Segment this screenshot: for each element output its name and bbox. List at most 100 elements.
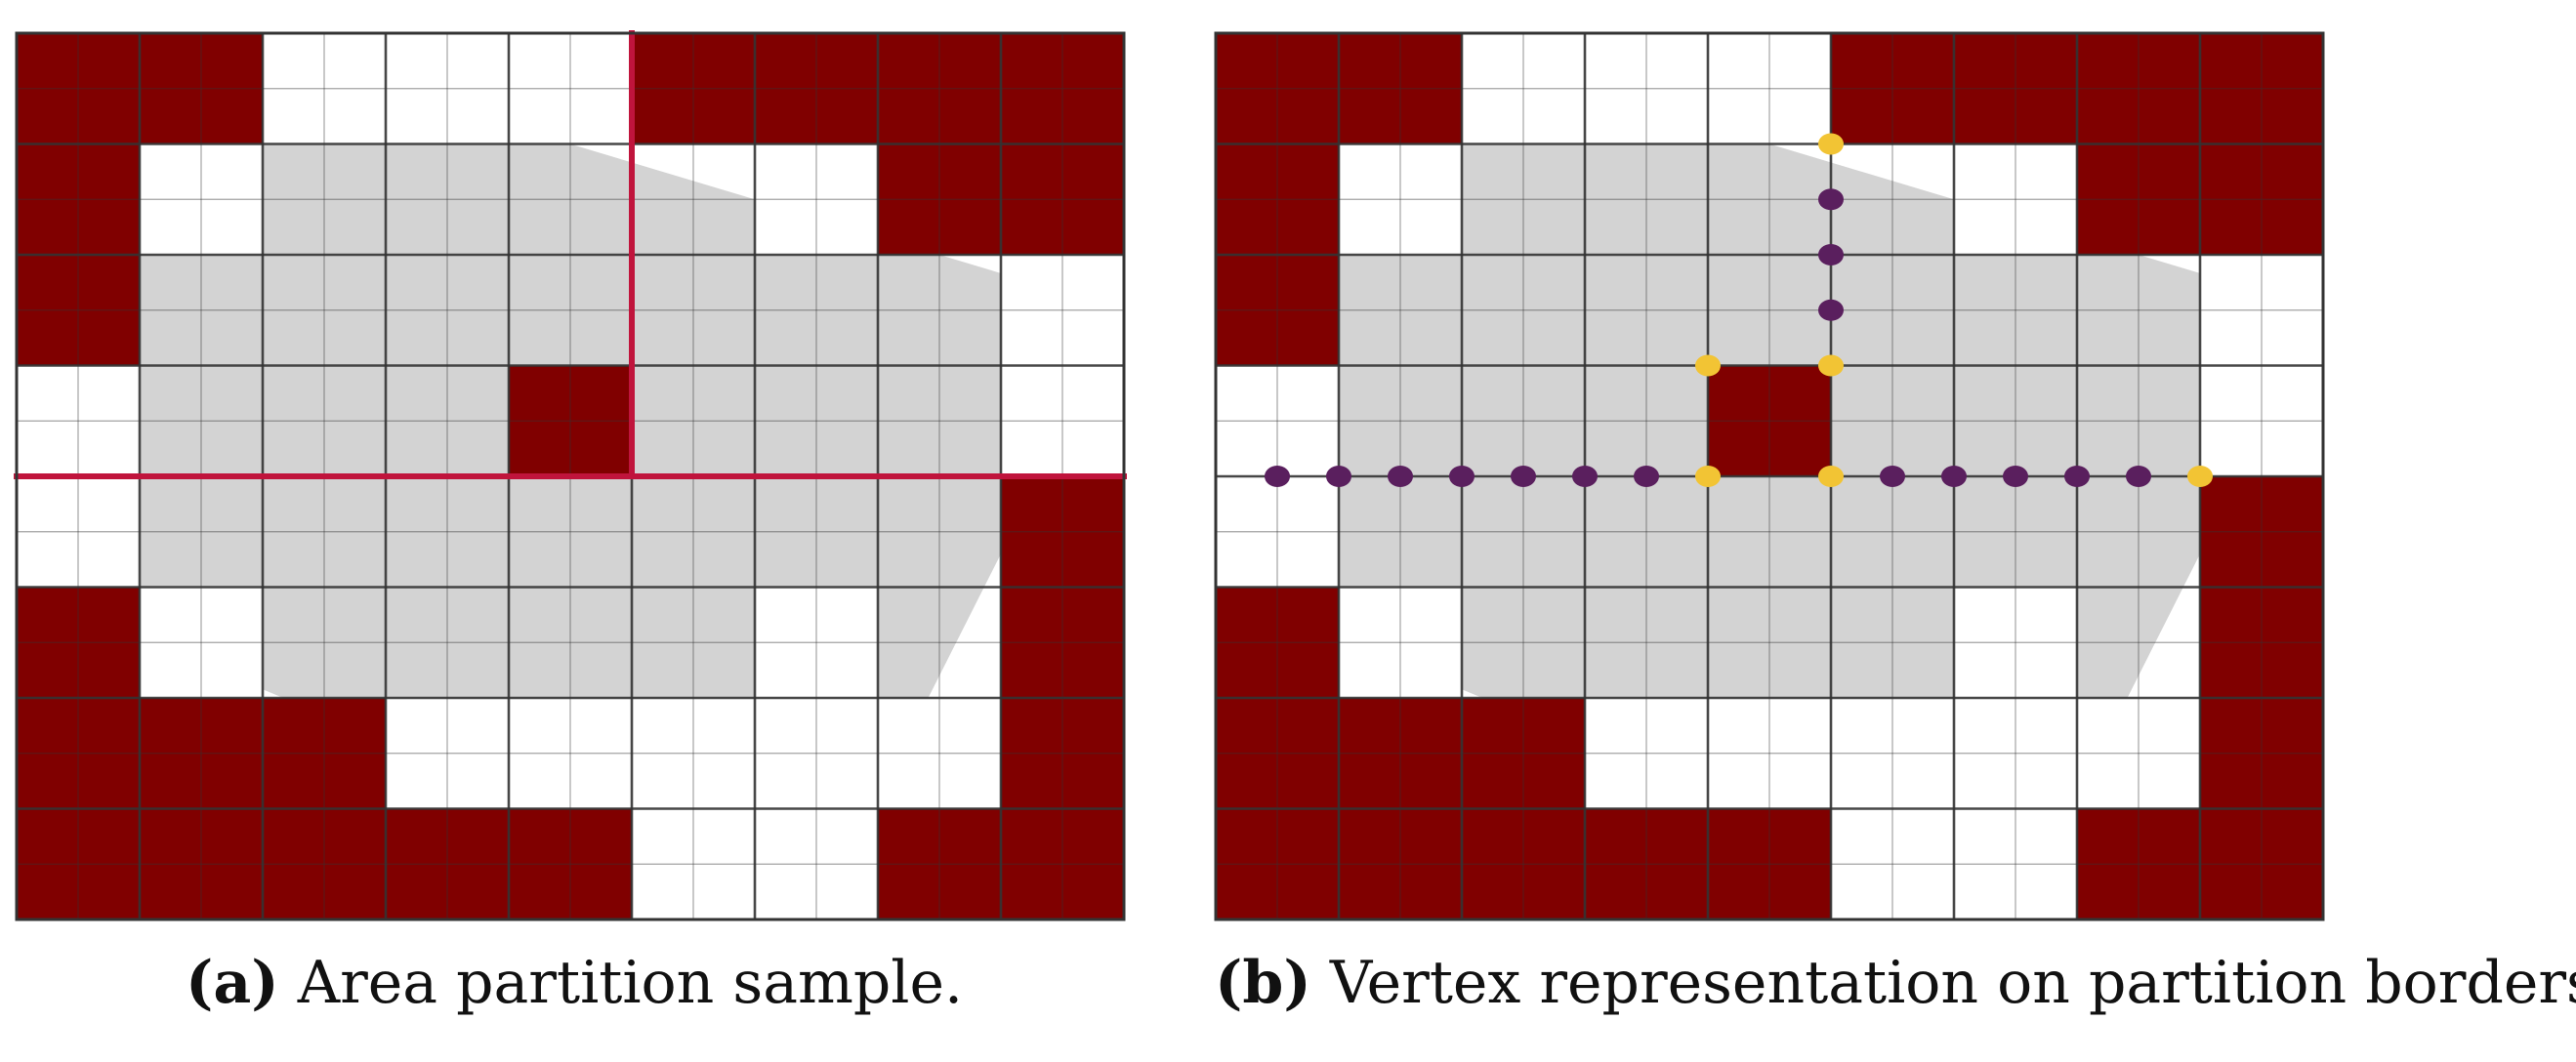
free-block	[140, 143, 263, 255]
border-vertex	[1388, 466, 1413, 487]
blocked-block	[2200, 33, 2323, 144]
blocked-block	[2200, 476, 2323, 588]
blocked-block	[878, 33, 1001, 144]
free-block	[1585, 698, 1708, 809]
corner-vertex	[2187, 466, 2213, 487]
free-block	[755, 808, 878, 919]
free-block	[1216, 476, 1339, 588]
blocked-block	[1216, 698, 1339, 809]
caption-a-text: Area partition sample.	[297, 949, 964, 1017]
free-block	[1216, 365, 1339, 476]
free-block	[509, 33, 632, 144]
free-block	[755, 698, 878, 809]
blocked-block	[1339, 698, 1462, 809]
free-block	[1954, 587, 2077, 698]
blocked-block	[509, 808, 632, 919]
free-block	[1001, 255, 1124, 366]
corner-vertex	[1818, 133, 1844, 155]
free-block	[17, 365, 140, 476]
blocked-block	[1708, 808, 1831, 919]
blocked-block	[1954, 33, 2077, 144]
corner-vertex	[1818, 354, 1844, 377]
free-block	[2077, 698, 2200, 809]
free-block	[1462, 33, 1585, 144]
blocked-block	[2200, 808, 2323, 919]
border-vertex	[1449, 466, 1475, 487]
blocked-block	[140, 808, 263, 919]
blocked-block	[1001, 698, 1124, 809]
blocked-block	[17, 143, 140, 255]
blocked-block	[1462, 808, 1585, 919]
border-vertex	[1880, 466, 1905, 487]
blocked-block	[878, 808, 1001, 919]
free-block	[386, 33, 509, 144]
blocked-block	[263, 698, 386, 809]
free-block	[632, 808, 755, 919]
blocked-block	[17, 698, 140, 809]
corner-vertex	[1695, 354, 1721, 377]
border-vertex	[1818, 299, 1844, 321]
free-block	[1708, 698, 1831, 809]
blocked-block	[2200, 698, 2323, 809]
free-block	[1831, 808, 1954, 919]
panel-a-area-partition	[14, 30, 1127, 921]
border-vertex	[1941, 466, 1967, 487]
free-block	[1954, 698, 2077, 809]
blocked-block	[1339, 808, 1462, 919]
blocked-block	[878, 143, 1001, 255]
free-block	[2200, 255, 2323, 366]
blocked-block	[140, 33, 263, 144]
blocked-block	[1001, 808, 1124, 919]
blocked-block	[1216, 255, 1339, 366]
border-vertex	[2064, 466, 2090, 487]
blocked-block	[1001, 587, 1124, 698]
free-block	[755, 587, 878, 698]
blocked-block	[2200, 587, 2323, 698]
blocked-block	[17, 808, 140, 919]
blocked-block	[1001, 143, 1124, 255]
caption-b-text: Vertex representation on partition borde…	[1329, 949, 2576, 1017]
border-vertex	[2126, 466, 2151, 487]
corner-vertex	[1695, 466, 1721, 487]
blocked-block	[1001, 476, 1124, 588]
blocked-block	[17, 33, 140, 144]
blocked-block	[17, 587, 140, 698]
blocked-block	[1001, 33, 1124, 144]
free-block	[1831, 698, 1954, 809]
blocked-block	[1831, 33, 1954, 144]
blocked-block	[632, 33, 755, 144]
border-vertex	[1265, 466, 1290, 487]
free-block	[1339, 587, 1462, 698]
free-block	[1001, 365, 1124, 476]
free-block	[1954, 808, 2077, 919]
caption-b-label: (b)	[1215, 949, 1311, 1017]
panel-b-vertex-representation	[1214, 31, 2325, 921]
free-block	[2200, 365, 2323, 476]
blocked-block	[1462, 698, 1585, 809]
blocked-block	[17, 255, 140, 366]
free-block	[509, 698, 632, 809]
border-vertex	[1572, 466, 1598, 487]
free-block	[17, 476, 140, 588]
free-block	[755, 143, 878, 255]
blocked-block	[140, 698, 263, 809]
blocked-block	[2077, 808, 2200, 919]
panel-frame	[15, 31, 1126, 921]
blocked-block	[2077, 143, 2200, 255]
border-vertex	[2003, 466, 2028, 487]
border-vertex	[1326, 466, 1351, 487]
free-block	[1585, 33, 1708, 144]
blocked-block	[1216, 587, 1339, 698]
caption-a-label: (a)	[186, 949, 279, 1017]
blocked-block	[1216, 33, 1339, 144]
free-block	[263, 33, 386, 144]
border-vertex	[1634, 466, 1659, 487]
free-block	[1708, 33, 1831, 144]
caption-b: (b) Vertex representation on partition b…	[1215, 949, 2576, 1017]
corner-vertex	[1818, 466, 1844, 487]
blocked-block	[2077, 33, 2200, 144]
blocked-block	[1585, 808, 1708, 919]
blocked-block	[1216, 143, 1339, 255]
blocked-block	[1708, 365, 1831, 476]
